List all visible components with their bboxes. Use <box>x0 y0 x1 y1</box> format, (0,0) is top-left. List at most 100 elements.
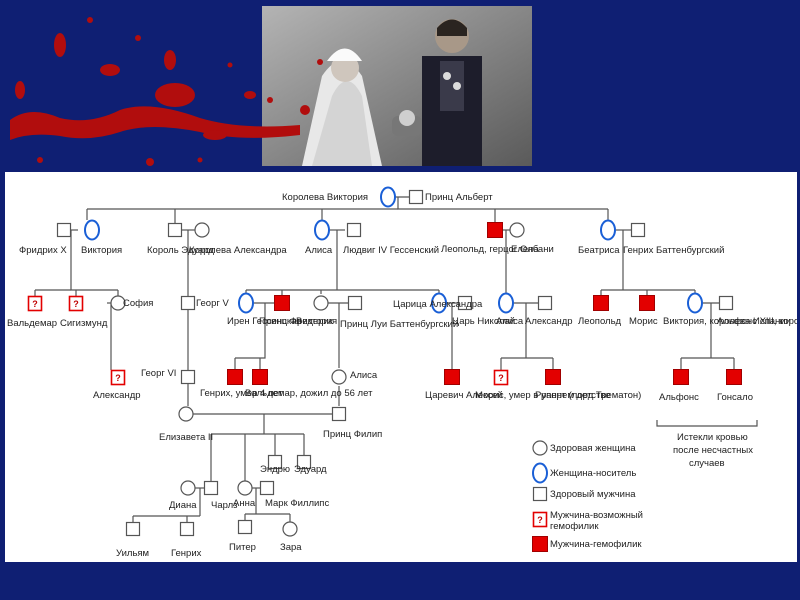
symbol-waldemar-56 <box>252 369 268 385</box>
legend-label-carrier: Женщина-носитель <box>550 468 636 479</box>
symbol-victoria-h <box>313 295 329 311</box>
symbol-waldemar-p <box>27 295 43 312</box>
symbol-gonzalo <box>726 369 742 385</box>
label-waldemar-prussia: Вальдемар <box>7 318 57 329</box>
symbol-harry <box>179 521 195 537</box>
symbol-louis <box>347 295 363 311</box>
symbol-peter <box>237 519 253 535</box>
label-alexander-athlone: Александр <box>525 316 573 327</box>
label-rupert: Руперт (лорд Трематон) <box>535 390 641 401</box>
symbol-leopold-albany <box>487 222 503 238</box>
label-victoria-daughter: Виктория <box>81 245 122 256</box>
label-zara: Зара <box>280 542 302 553</box>
symbol-alexander-g-question-mark: ? <box>115 373 121 383</box>
label-sophia: София <box>123 298 153 309</box>
symbol-friedrich <box>56 222 72 238</box>
symbol-alexander-a <box>537 295 553 311</box>
label-victoria-queen: Королева Виктория <box>282 192 368 203</box>
symbol-sigismund <box>68 295 84 312</box>
symbol-rupert <box>545 369 561 385</box>
label-harry: Генрих <box>171 548 202 559</box>
label-leopold-albany: Леопольд, герцог Олбани <box>441 244 554 255</box>
symbol-victoria-d <box>84 219 100 241</box>
pedigree-labels: Королева Виктория Принц Альберт Фридрих … <box>7 192 800 559</box>
symbol-edward-b <box>296 454 312 470</box>
label-maurice: Морис <box>629 316 658 327</box>
symbol-nicholas <box>457 295 473 311</box>
label-peter: Питер <box>229 542 256 553</box>
label-henry-battenberg: Генрих Баттенбургский <box>623 245 724 256</box>
symbol-alexei <box>444 369 460 385</box>
label-alexandra-tsarina: Царица Александра <box>393 299 483 310</box>
symbol-alexander-g <box>110 369 126 386</box>
symbol-maurice-y <box>493 369 509 386</box>
label-alexei: Царевич Алексей <box>425 390 503 401</box>
symbol-maurice-y-question-mark: ? <box>498 373 504 383</box>
symbol-heinrich <box>227 369 243 385</box>
symbol-george-v <box>180 295 196 311</box>
bleeding-note: Истекли кровью после несчастных случаев <box>673 432 753 469</box>
symbol-alice-a <box>498 292 514 314</box>
symbol-victoria-q <box>380 186 396 208</box>
label-alfonso-xiii: Альфонс XIII, король Испании <box>717 316 797 327</box>
symbol-henry-batt <box>630 222 646 238</box>
symbol-alexandra-t <box>431 292 447 314</box>
symbol-zara <box>282 521 298 537</box>
legend-symbol-possible-male-question-mark: ? <box>537 515 543 525</box>
symbol-ludwig <box>346 222 362 238</box>
label-irene: Ирен Гессенская <box>227 316 302 327</box>
label-william: Уильям <box>116 548 149 559</box>
label-louis: Принц Луи Баттенбургский <box>340 319 458 330</box>
label-diana: Диана <box>169 500 197 511</box>
pedigree-svg: ???? Королева Виктория Принц Альберт Фри… <box>7 186 800 559</box>
symbol-elena <box>509 222 525 238</box>
photo-illustration <box>262 6 532 166</box>
label-sigismund: Сигизмунд <box>60 318 108 329</box>
label-alice-b: Алиса <box>350 370 378 381</box>
label-alfonso: Альфонс <box>659 392 699 403</box>
symbol-sophia <box>110 295 126 311</box>
label-elena: Елена <box>511 244 539 255</box>
label-edward-b: Эдуард <box>294 464 327 475</box>
note-line-3: случаев <box>689 458 725 469</box>
legend-label-affected-male: Мужчина-гемофилик <box>550 539 642 550</box>
symbol-irene <box>238 292 254 314</box>
victoria-albert-photo <box>262 6 532 166</box>
note-line-1: Истекли кровью <box>677 432 748 443</box>
note-line-2: после несчастных <box>673 445 753 456</box>
label-victoria-spain: Виктория, королева Испании <box>663 316 791 327</box>
legend-label-healthy-female: Здоровая женщина <box>550 443 636 454</box>
symbol-alice <box>314 219 330 241</box>
symbol-sigismund-question-mark: ? <box>73 299 79 309</box>
label-george-vi: Георг VI <box>141 368 176 379</box>
legend-label-possible-male-1: Мужчина-возможный <box>550 510 643 521</box>
label-anne: Анна <box>233 498 256 509</box>
label-victoria-hesse: Виктория <box>296 316 337 327</box>
legend-label-healthy-male: Здоровый мужчина <box>550 489 636 500</box>
label-mark: Марк Филлипс <box>265 498 329 509</box>
symbol-victoria-sp <box>687 292 703 314</box>
symbol-william <box>125 521 141 537</box>
symbol-alexandra-q <box>194 222 210 238</box>
label-alice: Алиса <box>305 245 333 256</box>
legend-symbol-affected-male <box>532 536 548 552</box>
legend: Здоровая женщинаЖенщина-носительЗдоровый… <box>532 440 643 552</box>
label-frederick: Принц Фредерик <box>259 316 334 327</box>
label-maurice-young: Морис, умер в раннем детстве <box>475 390 611 401</box>
symbol-frederick <box>274 295 290 311</box>
label-edward: Король Эдуард <box>147 245 214 256</box>
symbol-diana <box>180 480 196 496</box>
label-alexander-george: Александр <box>93 390 141 401</box>
symbol-waldemar-p-question-mark: ? <box>32 299 38 309</box>
label-philip: Принц Филип <box>323 429 382 440</box>
symbol-alfonso <box>673 369 689 385</box>
label-alice-athlone: Алиса <box>496 316 524 327</box>
hemophilia-pedigree-chart: ???? Королева Виктория Принц Альберт Фри… <box>5 172 800 562</box>
pedigree-lines <box>34 196 758 522</box>
label-gonzalo: Гонсало <box>717 392 753 403</box>
symbol-andrew <box>267 454 283 470</box>
pedigree-symbols: ???? <box>27 186 742 537</box>
symbol-edward <box>167 222 183 238</box>
symbol-philip <box>331 406 347 422</box>
